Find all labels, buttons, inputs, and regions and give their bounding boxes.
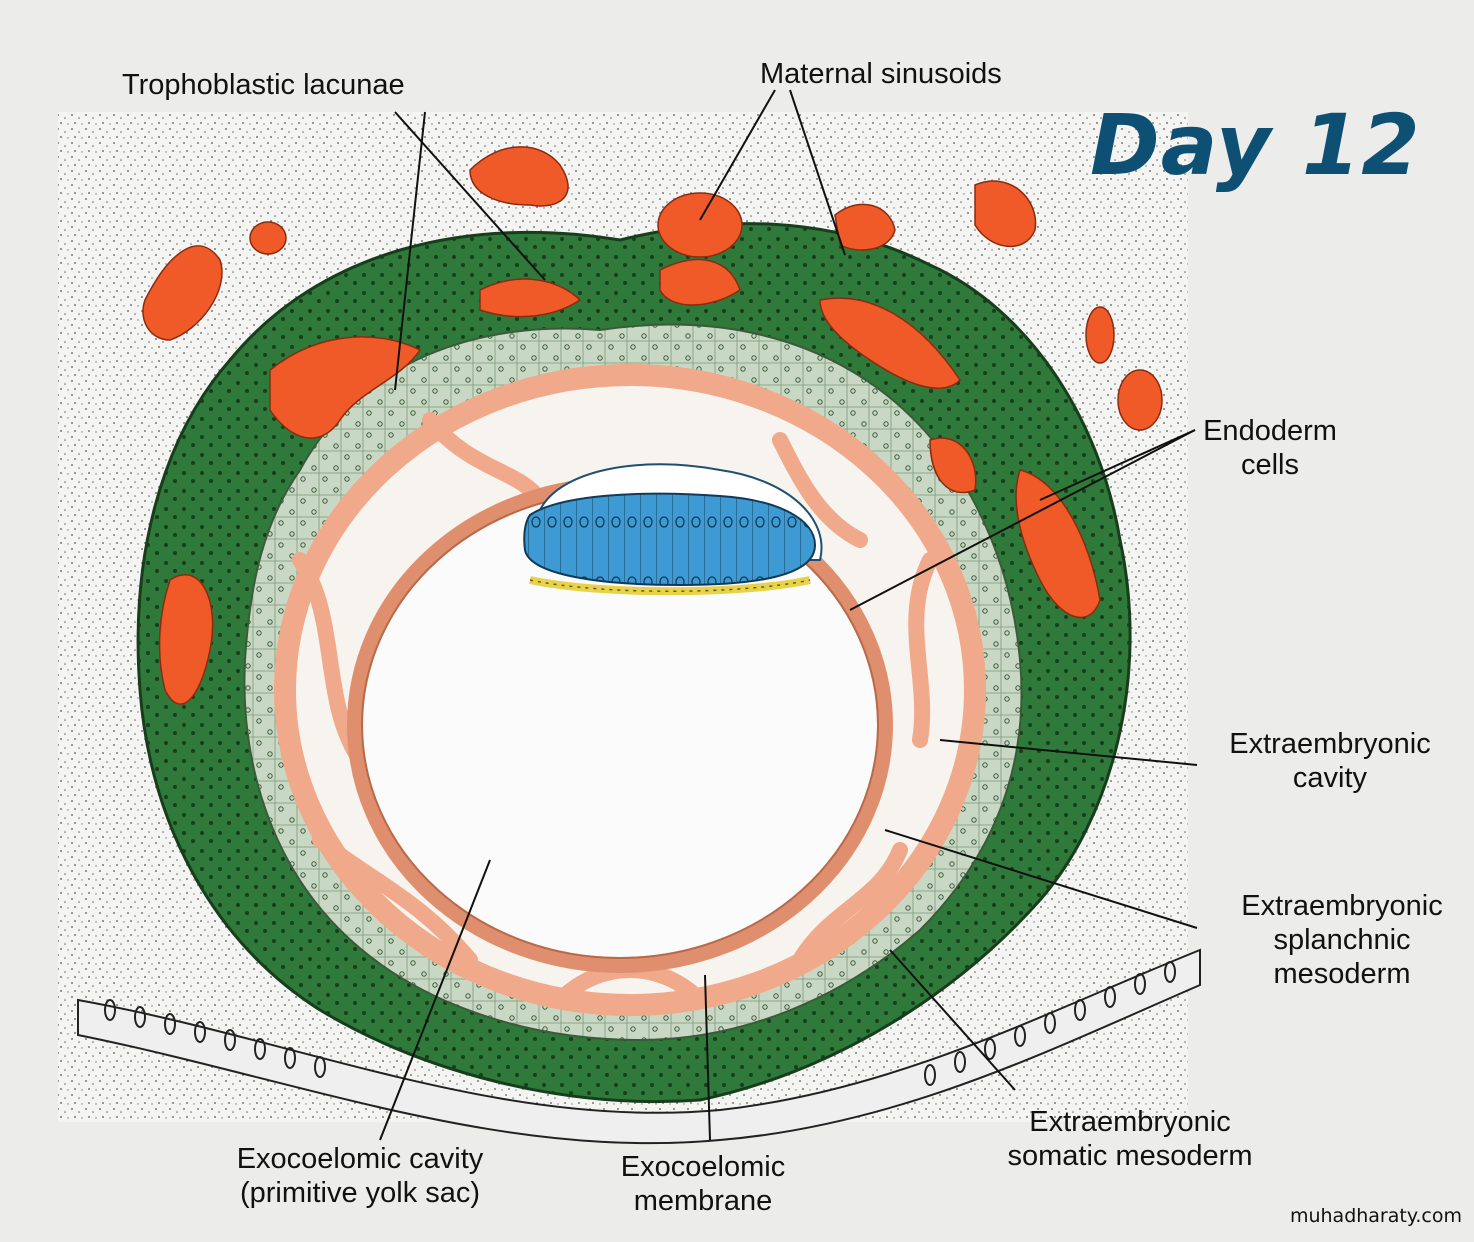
- label-endoderm-line1: Endoderm: [1203, 415, 1337, 447]
- label-extraembryonic-cavity: Extraembryonic cavity: [1210, 727, 1450, 795]
- label-endoderm-line2: cells: [1240, 449, 1299, 481]
- epiblast: [523, 492, 817, 587]
- label-splanchnic-line2: splanchnic: [1273, 924, 1411, 956]
- label-splanchnic-line3: mesoderm: [1273, 958, 1411, 990]
- label-membrane-line1: Exocoelomic: [620, 1151, 786, 1183]
- watermark: muhadharaty.com: [1289, 1205, 1462, 1227]
- label-somatic-line1: Extraembryonic: [1029, 1106, 1231, 1138]
- trophoblastic-lacunae: [158, 258, 1101, 705]
- maternal-sinusoids: [142, 146, 1163, 431]
- label-extraembryonic-somatic-mesoderm: Extraembryonic somatic mesoderm: [985, 1105, 1275, 1173]
- label-extraembryonic-splanchnic-mesoderm: Extraembryonic splanchnic mesoderm: [1222, 889, 1462, 991]
- label-splanchnic-line1: Extraembryonic: [1241, 890, 1443, 922]
- leader-lines: [379, 89, 1198, 1141]
- hypoblast-outline: [529, 579, 811, 592]
- label-somatic-line2: somatic mesoderm: [1007, 1140, 1253, 1172]
- label-trophoblastic-lacunae: Trophoblastic lacunae: [122, 69, 405, 101]
- uterine-epithelium: [77, 948, 1201, 1145]
- label-maternal-sinusoids: Maternal sinusoids: [760, 58, 1002, 90]
- label-endoderm-cells: Endoderm cells: [1200, 414, 1340, 482]
- day-title: Day 12: [1090, 96, 1421, 194]
- extraembryonic-somatic-mesoderm-layer: [274, 364, 986, 1016]
- label-membrane-line2: membrane: [633, 1185, 773, 1217]
- label-exocoelomic-line2: (primitive yolk sac): [239, 1177, 481, 1209]
- label-exocoelomic-line1: Exocoelomic cavity: [236, 1143, 484, 1175]
- label-cavity-line1: Extraembryonic: [1229, 728, 1431, 760]
- label-exocoelomic-cavity: Exocoelomic cavity (primitive yolk sac): [215, 1142, 505, 1210]
- epithelium-nuclei: [104, 961, 1176, 1086]
- label-exocoelomic-membrane: Exocoelomic membrane: [598, 1150, 808, 1218]
- label-cavity-line2: cavity: [1292, 762, 1368, 794]
